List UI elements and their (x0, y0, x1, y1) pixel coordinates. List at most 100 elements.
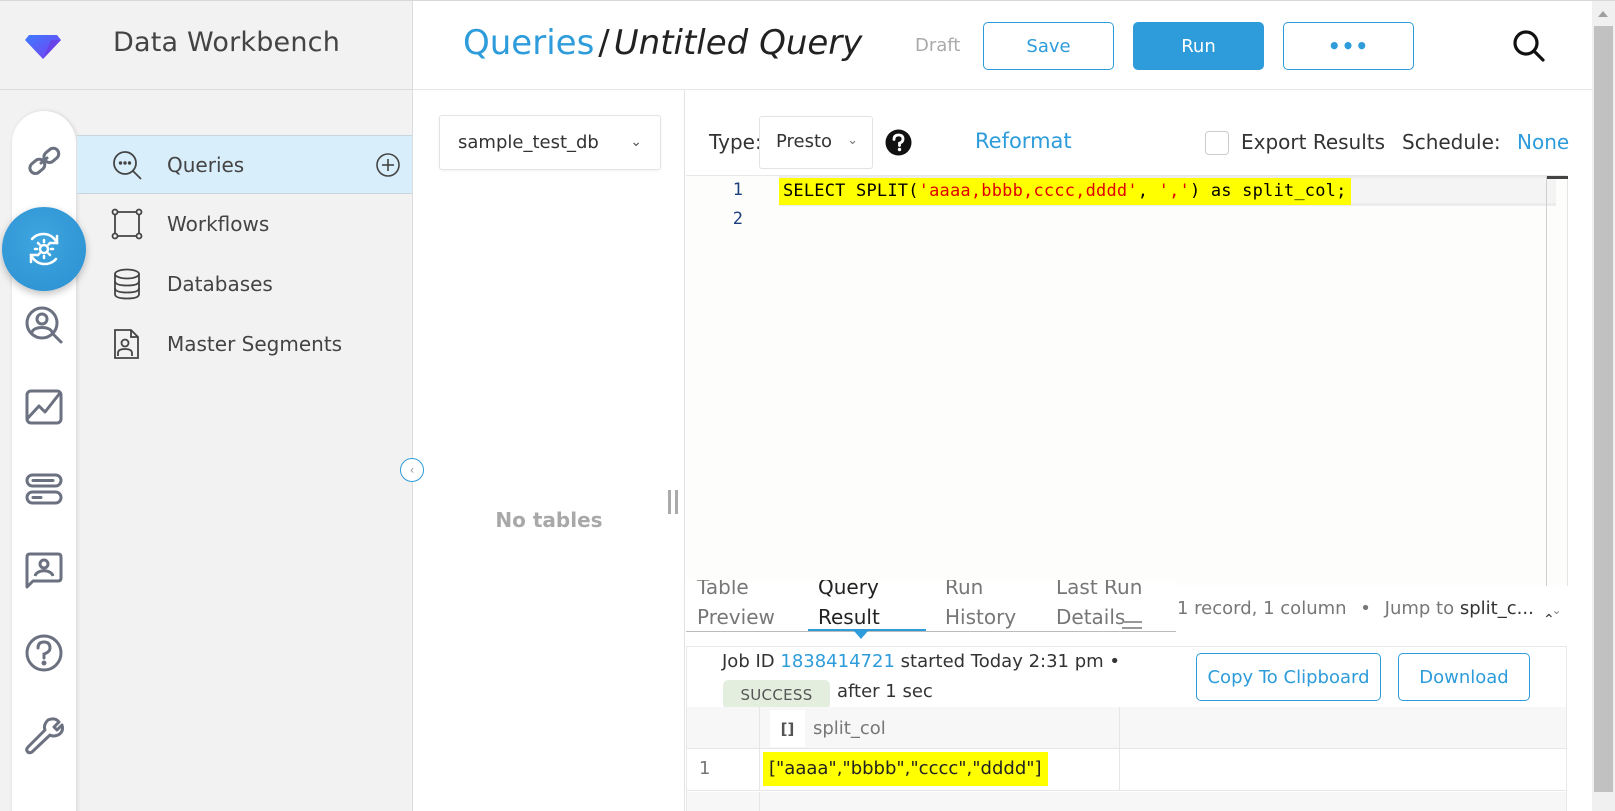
code-token: , (1137, 181, 1159, 201)
job-id-link[interactable]: 1838414721 (780, 651, 895, 672)
database-panel: sample_test_db ⌄ No tables (413, 90, 685, 811)
gear-sync-icon (29, 232, 59, 266)
nav-item-queries[interactable]: Queries (77, 135, 412, 194)
table-cell[interactable]: ["aaaa","bbbb","cccc","dddd"] (763, 752, 1048, 786)
nav-item-databases[interactable]: Databases (77, 254, 412, 314)
query-search-icon (113, 150, 142, 180)
rail-item-insights[interactable] (12, 383, 76, 431)
tab-table-preview[interactable]: Table Preview (697, 580, 775, 631)
collapse-sidebar-button[interactable]: ‹ (400, 458, 424, 482)
page-header: Queries / Untitled Query Draft Save Run … (413, 1, 1592, 90)
top-border (0, 0, 1615, 1)
results-grid-header: [] split_col (687, 707, 1566, 749)
workflow-icon (111, 208, 143, 240)
job-id-label: Job ID (722, 651, 775, 672)
scrollbar-thumb[interactable] (1594, 26, 1613, 792)
database-icon (114, 268, 140, 300)
more-options-button[interactable]: ••• (1283, 22, 1414, 70)
tab-label: Details (1056, 605, 1126, 629)
sql-editor[interactable]: 1 2 SELECT SPLIT('aaaa,bbbb,cccc,dddd', … (686, 175, 1568, 586)
job-started-text: started Today 2:31 pm • (900, 651, 1121, 672)
help-circle-icon[interactable] (885, 129, 912, 156)
code-token-string: ',' (1158, 181, 1190, 201)
export-results-label: Export Results (1241, 130, 1386, 154)
nav-item-label: Databases (167, 272, 273, 296)
rail-item-audience[interactable] (12, 301, 76, 349)
nav-item-label: Workflows (167, 212, 270, 236)
query-type-select[interactable]: Presto ⌄ (759, 116, 873, 169)
rail-item-settings[interactable] (12, 711, 76, 759)
column-divider (759, 792, 760, 811)
draft-status: Draft (915, 35, 961, 56)
nav-item-label: Queries (167, 152, 245, 177)
active-tab-indicator (808, 629, 926, 631)
job-info: Job ID 1838414721 started Today 2:31 pm … (722, 651, 1120, 672)
chevron-down-icon: ⌄ (847, 133, 858, 148)
chevron-left-icon: ‹ (409, 463, 415, 477)
search-icon[interactable] (1511, 28, 1547, 64)
scroll-position-mark (1547, 176, 1568, 179)
results-tabs: Table Preview Query Result Run History L… (686, 580, 1176, 632)
nav-item-master-segments[interactable]: Master Segments (77, 314, 412, 374)
breadcrumb: Queries / Untitled Query (463, 23, 862, 63)
link-icon (28, 146, 61, 175)
rail-item-integrations[interactable] (12, 137, 76, 185)
page-scrollbar[interactable] (1592, 1, 1615, 811)
tab-label: Preview (697, 605, 775, 629)
user-search-icon (25, 306, 63, 344)
collapse-results-chevron-up-icon[interactable]: ⌃ (1543, 612, 1555, 628)
chevron-down-icon[interactable]: ⌄ (1551, 603, 1562, 617)
toggles-icon (25, 473, 63, 505)
table-row: 1 ["aaaa","bbbb","cccc","dddd"] (687, 749, 1566, 791)
line-number: 2 (732, 209, 743, 229)
tab-label: Result (818, 605, 880, 629)
code-token-string: 'aaaa,bbbb,cccc,dddd' (918, 181, 1138, 201)
reformat-link[interactable]: Reformat (975, 129, 1072, 153)
tab-run-history[interactable]: Run History (945, 580, 1016, 631)
nav-item-label: Master Segments (167, 332, 343, 356)
rail-item-support[interactable] (12, 547, 76, 595)
separator-dot: • (1360, 598, 1371, 619)
row-number: 1 (699, 758, 711, 779)
tab-menu-icon[interactable] (1122, 620, 1142, 630)
query-title[interactable]: Untitled Query (613, 23, 863, 63)
rail-item-data-workbench[interactable] (2, 207, 86, 291)
record-info: 1 record, 1 column • Jump to split_c... … (1177, 598, 1562, 619)
results-panel: Job ID 1838414721 started Today 2:31 pm … (686, 646, 1567, 811)
save-button[interactable]: Save (983, 22, 1114, 70)
tab-last-run-details[interactable]: Last Run Details (1056, 580, 1142, 631)
column-divider (759, 707, 760, 749)
no-tables-message: No tables (495, 508, 603, 532)
jump-to-column-select[interactable]: split_c... (1459, 598, 1534, 619)
tab-label: Run (945, 580, 984, 599)
scroll-up-arrow-icon[interactable] (1598, 11, 1608, 17)
tab-label: Query (818, 580, 879, 599)
tab-query-result[interactable]: Query Result (818, 580, 880, 631)
job-duration: after 1 sec (837, 681, 933, 702)
type-label: Type: (709, 130, 762, 154)
record-count: 1 record, 1 column (1177, 598, 1347, 619)
add-query-icon[interactable] (376, 153, 400, 177)
tab-label: Table (697, 580, 749, 599)
breadcrumb-queries-link[interactable]: Queries (463, 23, 595, 63)
panel-resize-handle[interactable] (668, 490, 678, 514)
active-tab-caret-icon (854, 631, 868, 639)
export-results-checkbox[interactable] (1205, 131, 1229, 155)
code-line[interactable]: SELECT SPLIT('aaaa,bbbb,cccc,dddd', ',')… (779, 178, 1351, 205)
run-button[interactable]: Run (1133, 22, 1264, 70)
chart-icon (25, 389, 63, 425)
database-select[interactable]: sample_test_db ⌄ (439, 115, 661, 170)
code-token: ) as split_col; (1189, 181, 1347, 201)
rail-item-help[interactable] (12, 629, 76, 677)
rail-item-control-panel[interactable] (12, 465, 76, 513)
column-header-label: split_col (813, 718, 886, 739)
nav-item-workflows[interactable]: Workflows (77, 194, 412, 254)
column-header-split-col[interactable]: [] split_col (770, 710, 1105, 747)
left-sidebar: Data Workbench (0, 1, 413, 811)
editor-scrollbar[interactable] (1546, 176, 1568, 586)
copy-to-clipboard-button[interactable]: Copy To Clipboard (1196, 653, 1381, 701)
question-circle-icon (25, 634, 63, 672)
schedule-label: Schedule: (1402, 130, 1501, 154)
schedule-value-link[interactable]: None (1517, 130, 1570, 154)
download-button[interactable]: Download (1398, 653, 1530, 701)
